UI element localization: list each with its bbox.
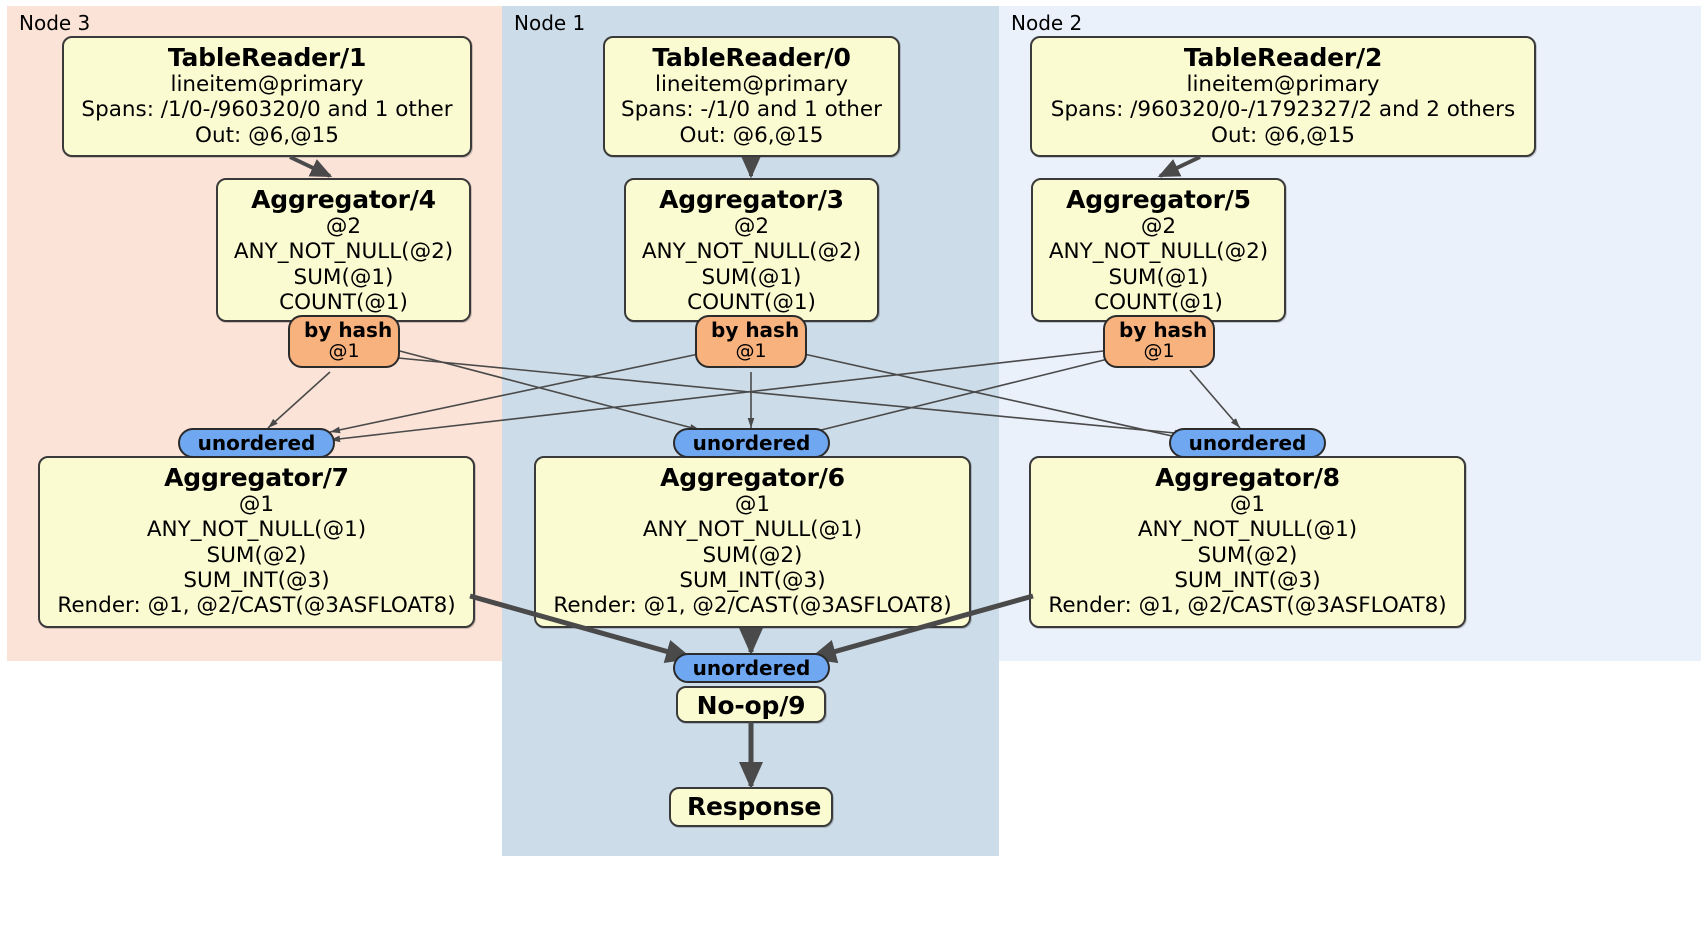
processor-title: Aggregator/6 <box>660 463 845 492</box>
processor-detail-line: Spans: -/1/0 and 1 other <box>621 97 882 123</box>
processor-title: No-op/9 <box>696 691 806 720</box>
processor-detail-line: @1 <box>238 492 275 517</box>
processor-detail-line: ANY_NOT_NULL(@1) <box>1137 517 1358 543</box>
router-label: unordered <box>692 656 811 680</box>
processor-detail-line: ANY_NOT_NULL(@1) <box>146 517 367 543</box>
processor-detail-line: SUM_INT(@3) <box>183 568 330 594</box>
processor-title: Aggregator/4 <box>251 185 436 214</box>
router-label: by hash <box>304 318 393 342</box>
router-sublabel: @1 <box>735 340 767 362</box>
router-sublabel: @1 <box>1143 340 1175 362</box>
router-label: unordered <box>692 431 811 455</box>
node-panel-node2-label: Node 2 <box>1011 11 1083 35</box>
processor-detail-line: Render: @1, @2/CAST(@3ASFLOAT8) <box>1048 593 1447 619</box>
processor-detail-line: Spans: /960320/0-/1792327/2 and 2 others <box>1050 97 1516 123</box>
processor-title: TableReader/1 <box>167 43 367 72</box>
processor-detail-line: COUNT(@1) <box>687 290 816 316</box>
processor-detail-line: SUM(@1) <box>701 264 802 290</box>
processor-detail-line: @1 <box>1229 492 1266 517</box>
processor-detail-line: @2 <box>733 214 770 239</box>
processor-detail-line: lineitem@primary <box>170 72 364 97</box>
processor-detail-line: Render: @1, @2/CAST(@3ASFLOAT8) <box>57 593 456 619</box>
processor-detail-line: Out: @6,@15 <box>679 122 824 148</box>
node-panel-node3-label: Node 3 <box>19 11 91 35</box>
router-by-hash-right[interactable]: by hash @1 <box>1103 315 1215 368</box>
router-by-hash-left[interactable]: by hash @1 <box>288 315 400 368</box>
processor-detail-line: @2 <box>1140 214 1177 239</box>
router-label: unordered <box>197 431 316 455</box>
processor-detail-line: ANY_NOT_NULL(@2) <box>1048 239 1269 265</box>
processor-table-reader-1[interactable]: TableReader/1 lineitem@primary Spans: /1… <box>62 36 472 157</box>
processor-detail-line: SUM_INT(@3) <box>679 568 826 594</box>
processor-aggregator-6[interactable]: Aggregator/6 @1 ANY_NOT_NULL(@1) SUM(@2)… <box>534 456 971 628</box>
processor-title: Aggregator/3 <box>659 185 844 214</box>
processor-detail-line: SUM(@1) <box>1108 264 1209 290</box>
processor-detail-line: SUM(@2) <box>1197 542 1298 568</box>
processor-response[interactable]: Response <box>669 787 833 827</box>
processor-title: Aggregator/7 <box>164 463 349 492</box>
processor-aggregator-7[interactable]: Aggregator/7 @1 ANY_NOT_NULL(@1) SUM(@2)… <box>38 456 475 628</box>
processor-title: Aggregator/8 <box>1155 463 1340 492</box>
processor-detail-line: COUNT(@1) <box>1094 290 1223 316</box>
router-by-hash-center[interactable]: by hash @1 <box>695 315 807 368</box>
processor-title: TableReader/2 <box>1183 43 1383 72</box>
router-unordered-left[interactable]: unordered <box>178 428 335 458</box>
processor-aggregator-3[interactable]: Aggregator/3 @2 ANY_NOT_NULL(@2) SUM(@1)… <box>624 178 879 322</box>
processor-aggregator-4[interactable]: Aggregator/4 @2 ANY_NOT_NULL(@2) SUM(@1)… <box>216 178 471 322</box>
processor-noop-9[interactable]: No-op/9 <box>676 686 826 723</box>
node-panel-node1-label: Node 1 <box>514 11 586 35</box>
router-label: by hash <box>711 318 800 342</box>
processor-detail-line: Spans: /1/0-/960320/0 and 1 other <box>81 97 453 123</box>
processor-detail-line: lineitem@primary <box>1186 72 1380 97</box>
router-unordered-center[interactable]: unordered <box>673 428 830 458</box>
processor-detail-line: COUNT(@1) <box>279 290 408 316</box>
router-label: by hash <box>1119 318 1208 342</box>
processor-detail-line: Out: @6,@15 <box>195 122 339 148</box>
processor-detail-line: SUM(@1) <box>293 264 394 290</box>
processor-aggregator-8[interactable]: Aggregator/8 @1 ANY_NOT_NULL(@1) SUM(@2)… <box>1029 456 1466 628</box>
router-label: unordered <box>1188 431 1307 455</box>
processor-detail-line: Out: @6,@15 <box>1211 122 1355 148</box>
router-unordered-final[interactable]: unordered <box>673 653 830 683</box>
processor-detail-line: ANY_NOT_NULL(@2) <box>233 239 454 265</box>
processor-detail-line: @1 <box>734 492 771 517</box>
processor-detail-line: SUM_INT(@3) <box>1174 568 1321 594</box>
router-unordered-right[interactable]: unordered <box>1169 428 1326 458</box>
processor-table-reader-0[interactable]: TableReader/0 lineitem@primary Spans: -/… <box>603 36 900 157</box>
processor-title: Aggregator/5 <box>1066 185 1251 214</box>
processor-title: Response <box>687 792 822 821</box>
processor-detail-line: SUM(@2) <box>206 542 307 568</box>
processor-detail-line: lineitem@primary <box>654 72 849 97</box>
processor-detail-line: SUM(@2) <box>702 542 803 568</box>
processor-detail-line: ANY_NOT_NULL(@2) <box>641 239 862 265</box>
router-sublabel: @1 <box>328 340 360 362</box>
processor-table-reader-2[interactable]: TableReader/2 lineitem@primary Spans: /9… <box>1030 36 1536 157</box>
processor-detail-line: @2 <box>325 214 362 239</box>
processor-detail-line: ANY_NOT_NULL(@1) <box>642 517 863 543</box>
processor-aggregator-5[interactable]: Aggregator/5 @2 ANY_NOT_NULL(@2) SUM(@1)… <box>1031 178 1286 322</box>
processor-detail-line: Render: @1, @2/CAST(@3ASFLOAT8) <box>553 593 952 619</box>
processor-title: TableReader/0 <box>652 43 851 72</box>
